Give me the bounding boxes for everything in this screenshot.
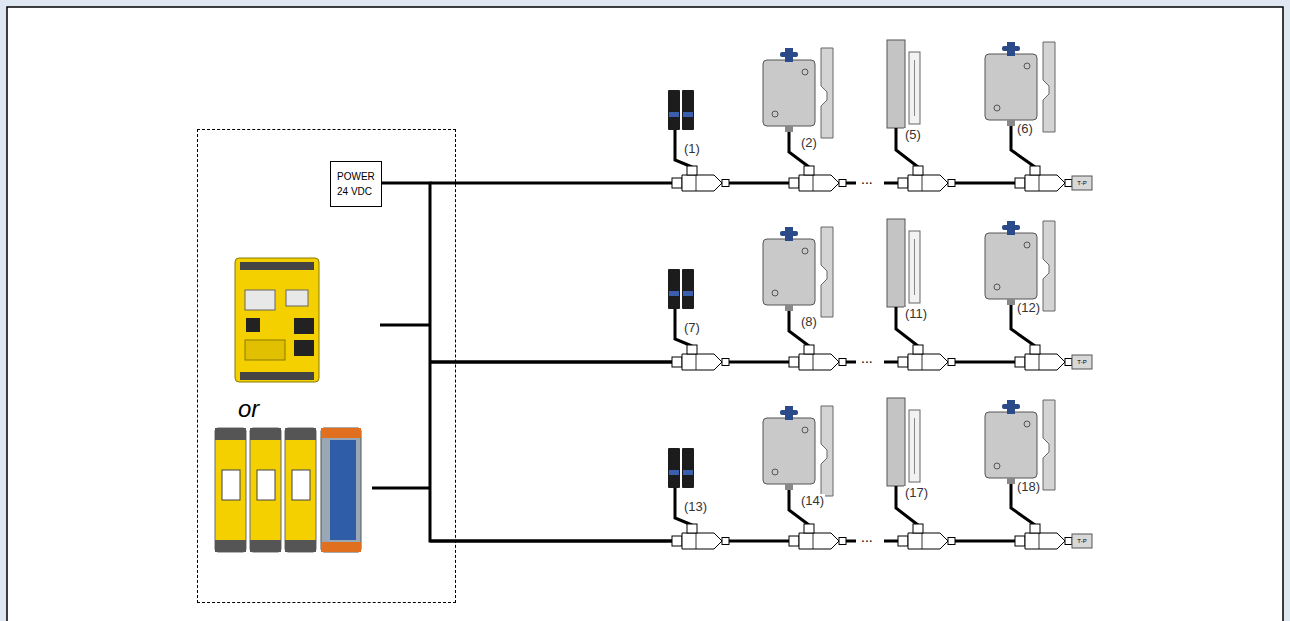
ellipsis: ... xyxy=(860,351,874,365)
callout-number: (6) xyxy=(1016,122,1034,135)
terminator-label: T-P xyxy=(1077,359,1086,365)
callout-number: (14) xyxy=(800,494,825,507)
callout-number: (5) xyxy=(904,128,922,141)
callout-number: (12) xyxy=(1016,301,1041,314)
safety-relays xyxy=(215,428,361,552)
callout-number: (2) xyxy=(800,136,818,149)
callout-number: (13) xyxy=(683,500,708,513)
power-box: POWER 24 VDC xyxy=(330,161,382,207)
safety-controller xyxy=(235,258,319,382)
dashed-enclosure: or POWER 24 VDC xyxy=(197,129,456,603)
power-label: POWER 24 VDC xyxy=(337,169,375,199)
callout-number: (1) xyxy=(683,142,701,155)
terminator-label: T-P xyxy=(1077,538,1086,544)
callout-number: (8) xyxy=(800,315,818,328)
or-text: or xyxy=(238,395,259,423)
callout-number: (18) xyxy=(1016,480,1041,493)
ellipsis: ... xyxy=(860,530,874,544)
callout-number: (11) xyxy=(904,307,928,320)
terminator-label: T-P xyxy=(1077,180,1086,186)
ellipsis: ... xyxy=(860,172,874,186)
callout-number: (17) xyxy=(904,486,929,499)
callout-number: (7) xyxy=(683,321,701,334)
